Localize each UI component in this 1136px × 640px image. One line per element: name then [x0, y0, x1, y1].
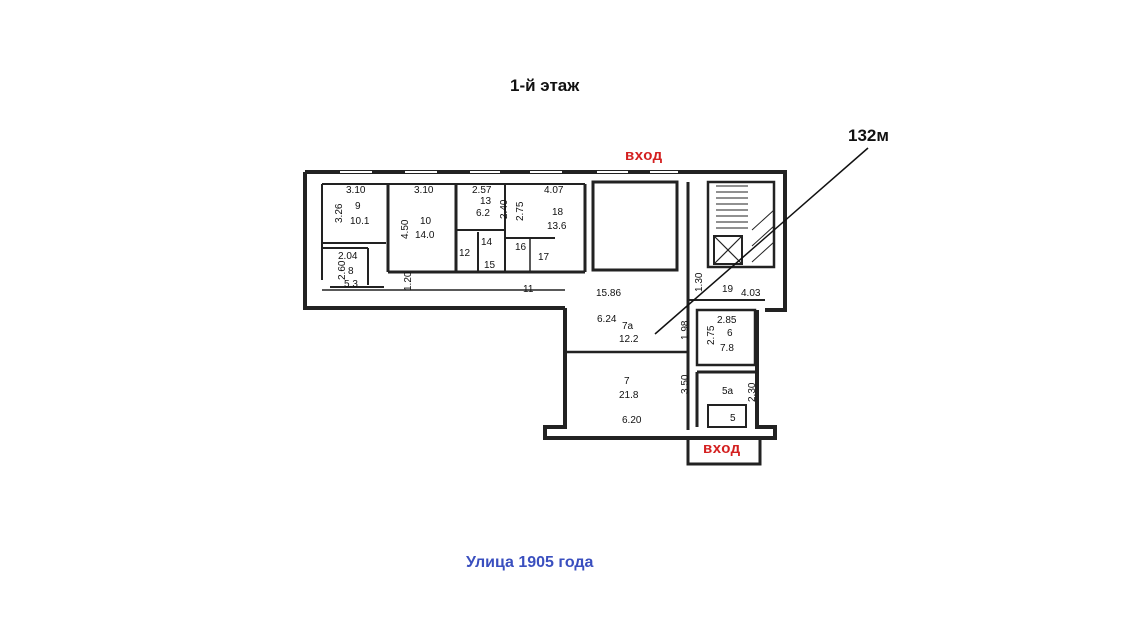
entrance-label-bottom: вход [703, 440, 741, 457]
area-callout-line [654, 147, 869, 335]
room-8-area: 5.3 [344, 279, 358, 290]
room-17-number: 17 [538, 252, 550, 263]
room-10-number: 10 [420, 216, 432, 227]
room-18-width: 4.07 [544, 185, 564, 196]
room-6-area: 7.8 [720, 343, 734, 354]
room-9-area: 10.1 [350, 216, 370, 227]
room-18-area: 13.6 [547, 221, 567, 232]
room-7-number: 7 [624, 376, 630, 387]
room-9-depth: 3.26 [334, 203, 345, 223]
outer-wall-lower [543, 308, 777, 440]
room-8-width: 2.04 [338, 251, 358, 262]
room-18-number: 18 [552, 207, 564, 218]
room-8-number: 8 [348, 266, 354, 277]
room-15-number: 15 [484, 260, 496, 271]
unnumbered-room [591, 180, 679, 272]
room-16-number: 16 [515, 242, 527, 253]
room-5a-depth: 2.30 [747, 382, 758, 402]
room-8-depth: 2.60 [337, 260, 348, 280]
room-7-area: 21.8 [619, 390, 639, 401]
room-9-number: 9 [355, 201, 361, 212]
room-6-number: 6 [727, 328, 733, 339]
room-7a-depth: 1.98 [680, 320, 691, 340]
street-name: Улица 1905 года [466, 554, 594, 571]
room-6-outline [695, 308, 757, 367]
room-7-width: 6.20 [622, 415, 642, 426]
room-5a-number: 5а [722, 386, 734, 397]
area-callout-label: 132м [848, 126, 889, 145]
entrance-vestibule [686, 436, 762, 466]
room-7a-width: 6.24 [597, 314, 617, 325]
room-9-width: 3.10 [346, 185, 366, 196]
room-19-depth: 1.30 [694, 272, 705, 292]
room-19-width: 4.03 [741, 288, 761, 299]
room-13-area: 6.2 [476, 208, 490, 219]
room-13-number: 13 [480, 196, 492, 207]
staircase [706, 180, 776, 269]
room-5-number: 5 [730, 413, 736, 424]
room-14-number: 14 [481, 237, 493, 248]
room-7a-number: 7а [622, 321, 634, 332]
room-13-depth: 2.40 [499, 199, 510, 219]
room-13-width: 2.57 [472, 185, 492, 196]
plan-walls [303, 170, 787, 466]
room-10-width: 3.10 [414, 185, 434, 196]
room-12-number: 12 [459, 248, 471, 259]
room-10-depth: 4.50 [400, 219, 411, 239]
room-19-number: 19 [722, 284, 734, 295]
room-18-depth: 2.75 [515, 201, 526, 221]
room-10-area: 14.0 [415, 230, 435, 241]
corridor-length: 15.86 [596, 288, 621, 299]
corridor-width: 1.20 [403, 271, 414, 291]
room-labels: 3.10 9 10.1 3.26 3.10 10 14.0 4.50 2.57 … [334, 185, 761, 426]
room-7a-area: 12.2 [619, 334, 639, 345]
floor-title: 1-й этаж [510, 76, 580, 95]
corridor-number: 11 [523, 284, 534, 295]
room-7-depth: 3.50 [680, 374, 691, 394]
room-6-width: 2.85 [717, 315, 737, 326]
outer-wall-left [303, 172, 565, 310]
entrance-label-top: вход [625, 147, 663, 164]
room-6-depth: 2.75 [706, 325, 717, 345]
